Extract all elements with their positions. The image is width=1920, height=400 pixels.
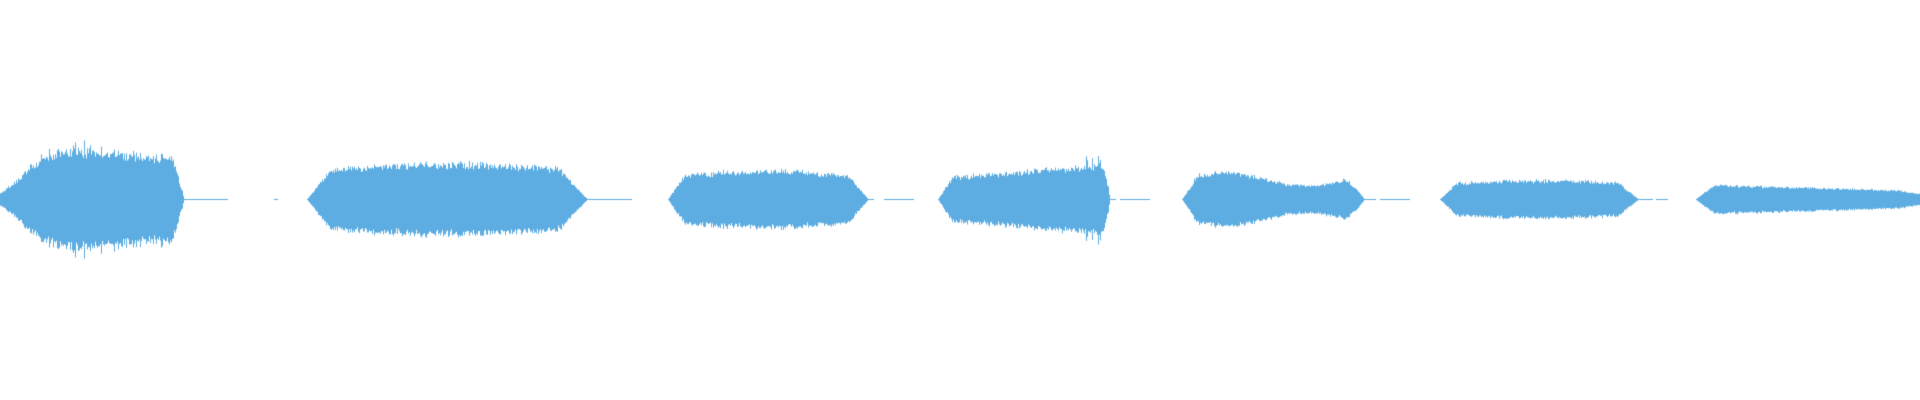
audio-waveform [0,0,1920,400]
waveform-canvas [0,0,1920,400]
